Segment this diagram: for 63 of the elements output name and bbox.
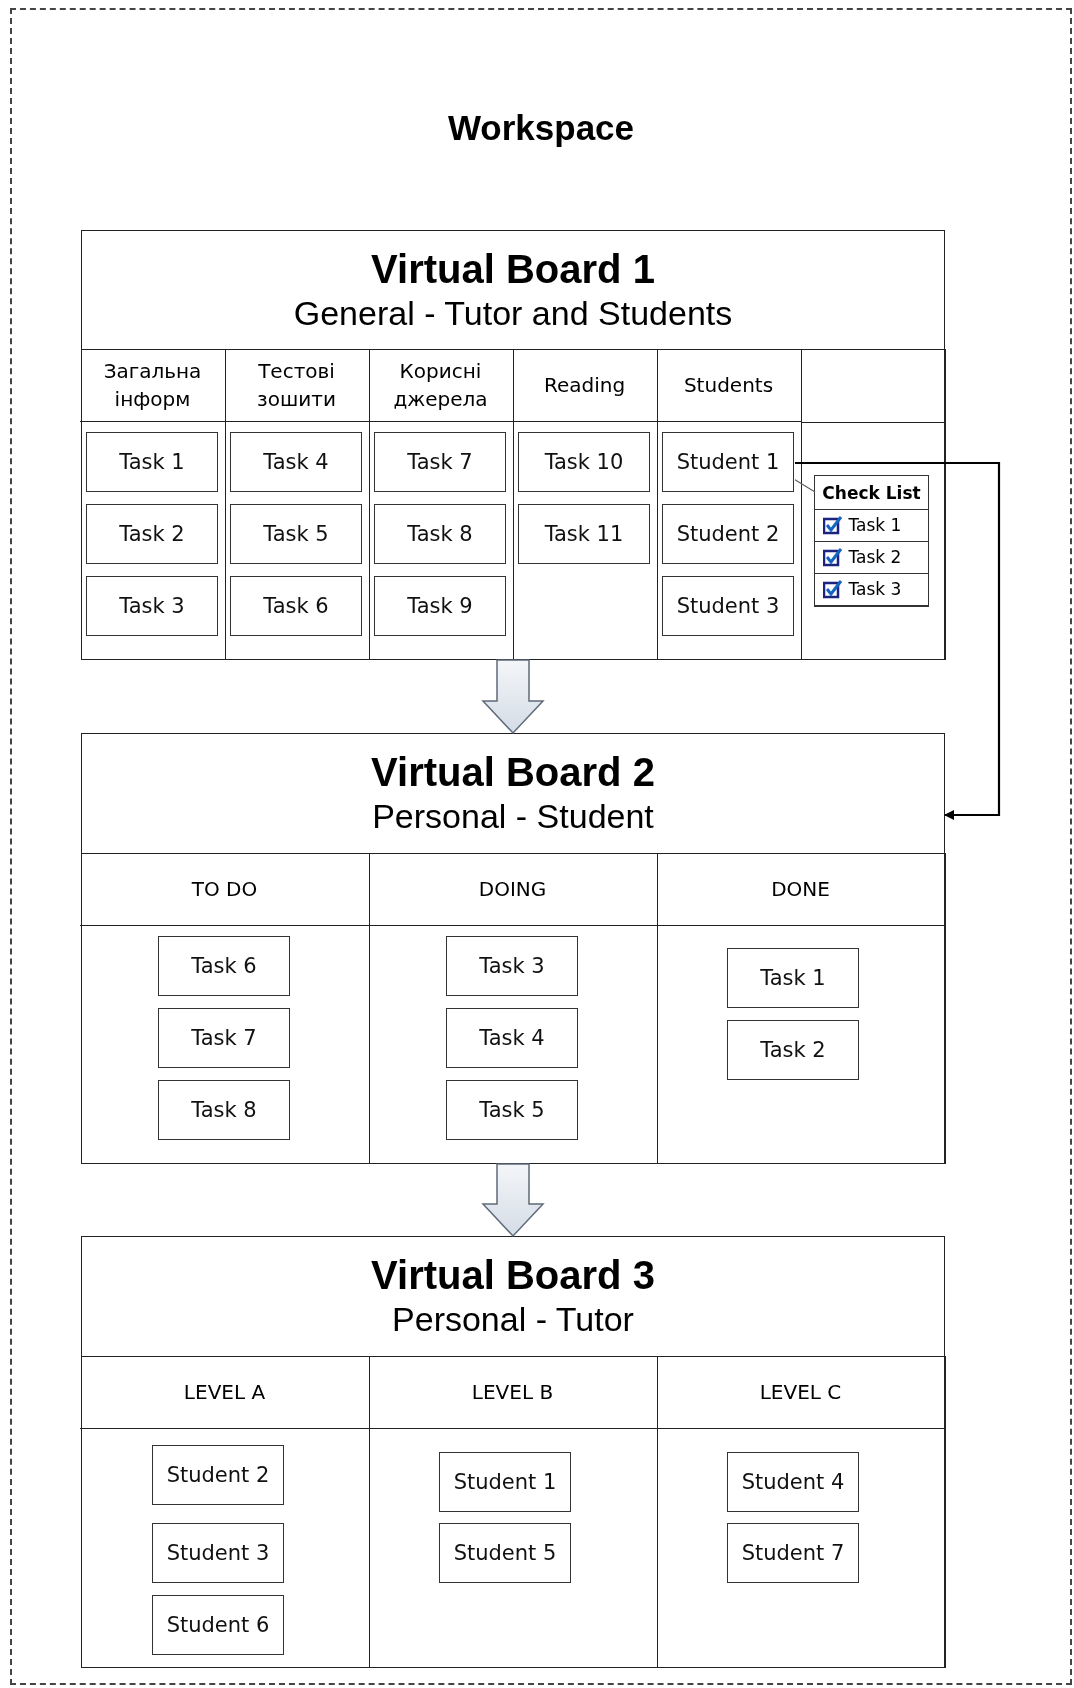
column-header: Тестові зошити — [224, 348, 369, 422]
task-card: Task 3 — [86, 576, 218, 636]
task-card: Student 6 — [152, 1595, 284, 1655]
item-label: Task 3 — [848, 579, 902, 599]
board-subtitle: Personal - Tutor — [392, 1299, 634, 1340]
task-card: Task 1 — [727, 948, 859, 1008]
task-card: Task 4 — [446, 1008, 578, 1068]
task-card: Task 5 — [446, 1080, 578, 1140]
block-arrow — [481, 1163, 545, 1238]
task-card: Student 3 — [662, 576, 794, 636]
board-panel — [81, 1236, 945, 1668]
column-header: DONE — [656, 852, 945, 926]
workspace-label: Workspace — [446, 108, 636, 148]
checklist-heading: Check List — [821, 481, 922, 505]
task-card: Task 7 — [158, 1008, 290, 1068]
block-arrow — [481, 659, 545, 735]
checklist-panel — [814, 475, 929, 607]
task-card: Student 5 — [439, 1523, 571, 1583]
task-card: Task 2 — [86, 504, 218, 564]
task-card: Task 7 — [374, 432, 506, 492]
board-title: Virtual Board 3 — [371, 1252, 655, 1298]
board-panel — [81, 733, 945, 1164]
board-title: Virtual Board 2 — [371, 749, 655, 795]
task-card: Student 1 — [662, 432, 794, 492]
item-label: Task 1 — [848, 515, 902, 535]
task-card: Task 3 — [446, 936, 578, 996]
board-column — [656, 852, 946, 1164]
task-card: Task 11 — [518, 504, 650, 564]
connector-arrow — [795, 461, 1001, 820]
board-column — [656, 1355, 946, 1668]
task-card: Task 9 — [374, 576, 506, 636]
column-header: Reading — [512, 348, 657, 422]
column-header: Students — [656, 348, 801, 422]
task-card: Task 8 — [374, 504, 506, 564]
task-card: Task 8 — [158, 1080, 290, 1140]
item-label: Task 2 — [848, 547, 902, 567]
task-card: Student 3 — [152, 1523, 284, 1583]
board-subtitle: Personal - Student — [372, 796, 654, 837]
task-card: Task 5 — [230, 504, 362, 564]
task-card: Task 2 — [727, 1020, 859, 1080]
board-column — [800, 348, 946, 660]
task-card: Student 1 — [439, 1452, 571, 1512]
task-card: Task 4 — [230, 432, 362, 492]
column-header: TO DO — [80, 852, 369, 926]
leader-line — [794, 479, 816, 493]
column-header: LEVEL B — [368, 1355, 657, 1429]
task-card: Task 6 — [230, 576, 362, 636]
board-panel — [81, 230, 945, 660]
task-card: Task 1 — [86, 432, 218, 492]
column-header: DOING — [368, 852, 657, 926]
board-subtitle: General - Tutor and Students — [293, 293, 733, 334]
task-card: Student 4 — [727, 1452, 859, 1512]
column-header: Загальна інформ — [80, 348, 225, 422]
task-card: Task 10 — [518, 432, 650, 492]
column-header: Корисні джерела — [368, 348, 513, 422]
column-header: LEVEL A — [80, 1355, 369, 1429]
task-card: Student 2 — [152, 1445, 284, 1505]
task-card: Student 2 — [662, 504, 794, 564]
board-title: Virtual Board 1 — [371, 246, 655, 292]
task-card: Student 7 — [727, 1523, 859, 1583]
task-card: Task 6 — [158, 936, 290, 996]
column-header: LEVEL C — [656, 1355, 945, 1429]
workspace-frame — [10, 8, 1072, 1685]
